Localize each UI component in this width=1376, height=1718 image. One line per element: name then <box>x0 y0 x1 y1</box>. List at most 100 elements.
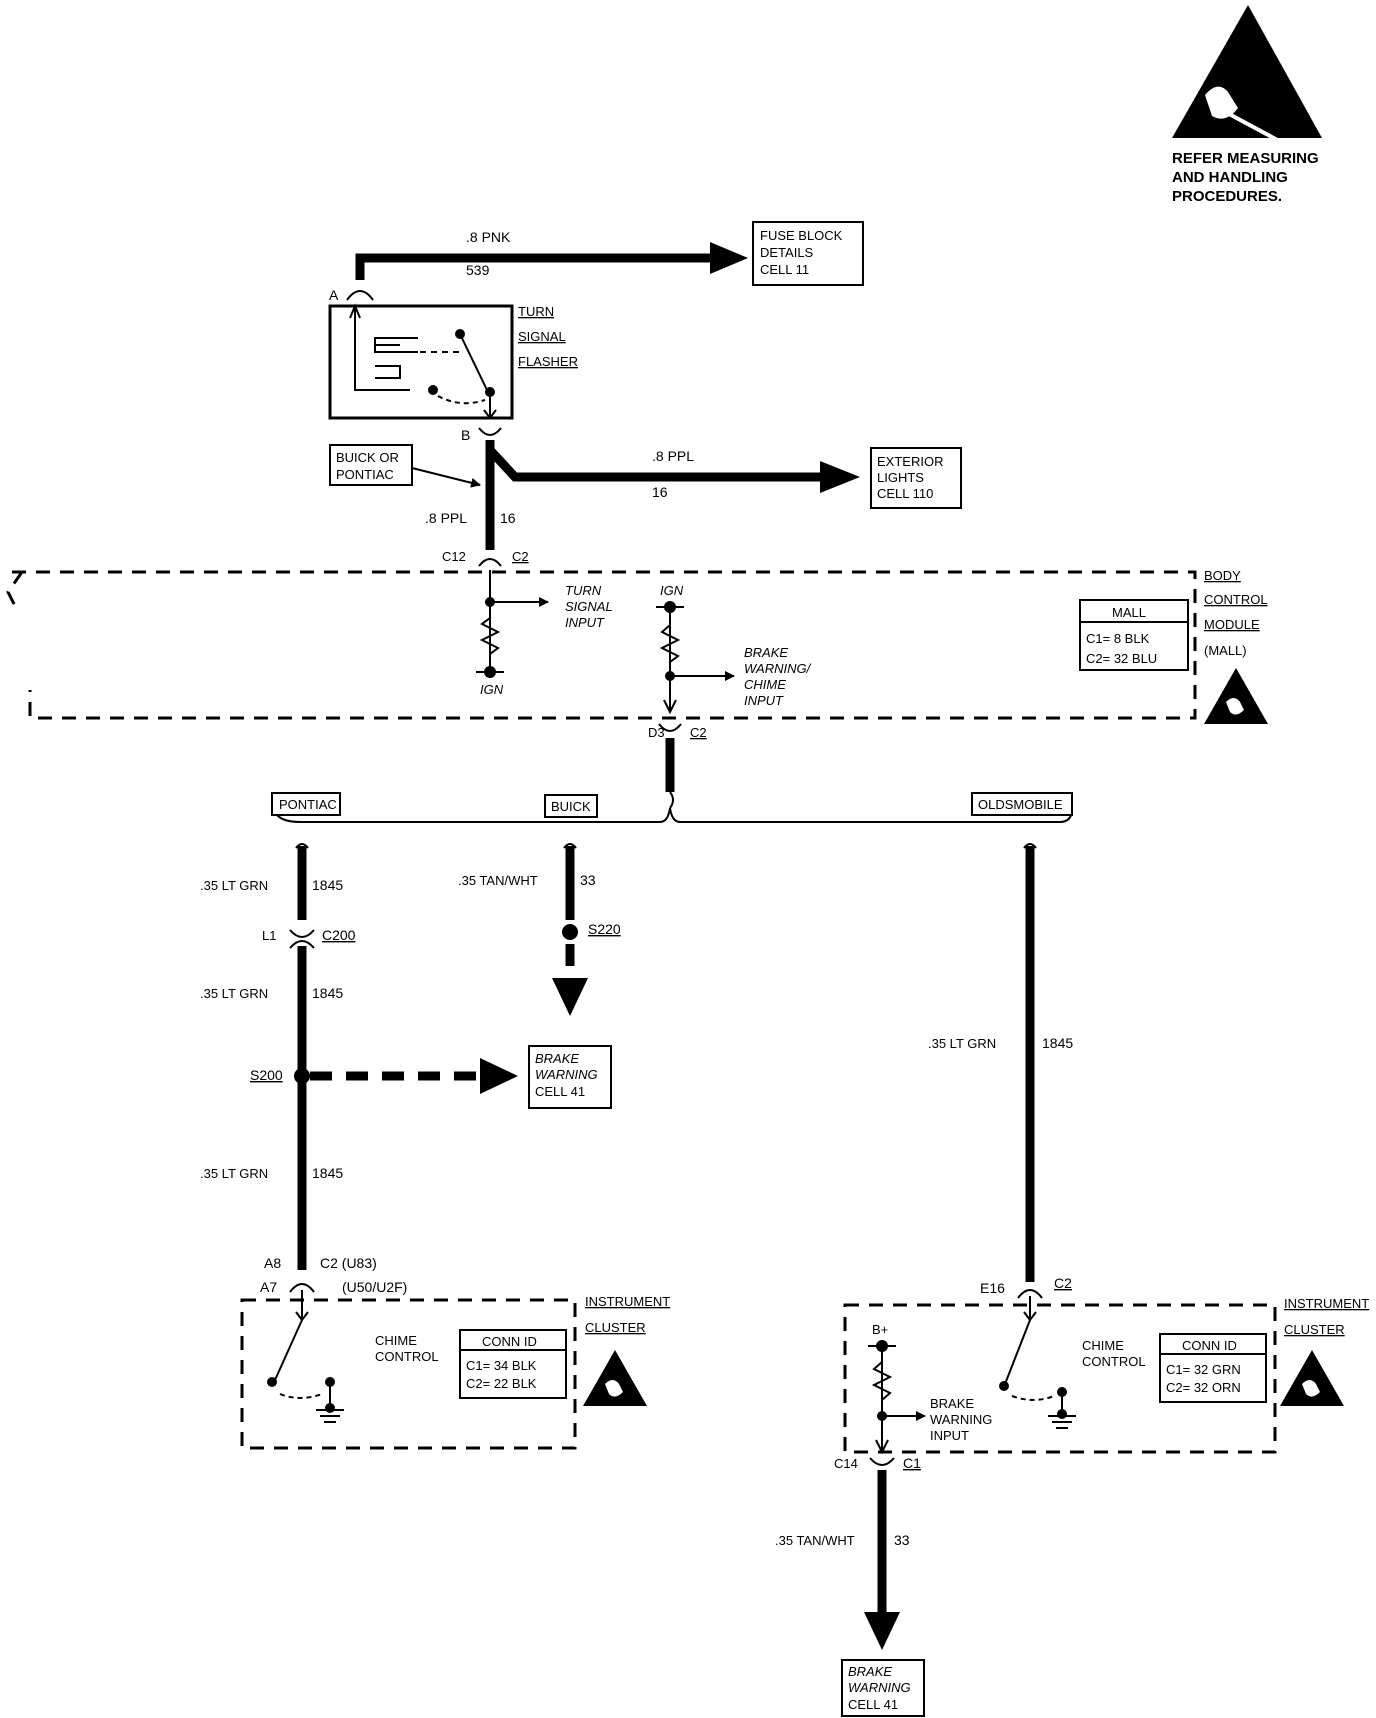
brake-input-1: BRAKE <box>744 645 788 660</box>
pontiac-w2-circuit: 1845 <box>312 985 343 1001</box>
ic-right-internals <box>868 1296 1076 1455</box>
flasher-label-1: TURN <box>518 304 554 319</box>
pontiac-w3-gauge: .35 LT GRN <box>200 1166 268 1181</box>
pontiac-w1-gauge: .35 LT GRN <box>200 878 268 893</box>
svg-text:CONN ID: CONN ID <box>1182 1338 1237 1353</box>
bcm-label-1: BODY <box>1204 568 1241 583</box>
svg-text:C1= 32 GRN: C1= 32 GRN <box>1166 1362 1241 1377</box>
flasher-pin-b: B <box>461 427 470 443</box>
buick-w1-circuit: 33 <box>580 872 596 888</box>
connector-c200-top <box>289 929 315 938</box>
ic-right-out-pin: C14 <box>834 1456 858 1471</box>
splice-break <box>669 791 674 809</box>
arrow-to-brake-cell-bottom <box>864 1612 900 1650</box>
esd-notice-line-2: AND HANDLING <box>1172 169 1288 186</box>
bcm-outline <box>6 570 1197 720</box>
connector-c14 <box>869 1457 895 1466</box>
svg-text:CELL 41: CELL 41 <box>535 1084 585 1099</box>
bcm-label-2: CONTROL <box>1204 592 1268 607</box>
ic-left-conn-id-box: CONN ID C1= 34 BLK C2= 22 BLK <box>459 1329 567 1399</box>
svg-text:WARNING: WARNING <box>535 1067 598 1082</box>
ic-right-label-1: INSTRUMENT <box>1284 1296 1369 1311</box>
ic-left-label-2: CLUSTER <box>585 1320 646 1335</box>
branch-buick: BUICK <box>544 794 598 818</box>
ign-top-label: IGN <box>660 583 684 598</box>
svg-text:BRAKE: BRAKE <box>848 1664 892 1679</box>
brake-input-4: INPUT <box>744 693 784 708</box>
ic-right-bplus: B+ <box>872 1322 888 1337</box>
connector-a <box>346 290 374 301</box>
bcm-wire-circuit: 16 <box>500 510 516 526</box>
flasher-pin-a: A <box>329 287 339 303</box>
pontiac-s200: S200 <box>250 1067 283 1083</box>
ic-left-chime-1: CHIME <box>375 1333 417 1348</box>
svg-text:C2= 32 ORN: C2= 32 ORN <box>1166 1380 1241 1395</box>
ic-right-chime-1: CHIME <box>1082 1338 1124 1353</box>
svg-text:MALL: MALL <box>1112 605 1146 620</box>
connector-a7 <box>289 1283 315 1293</box>
bcm-out-conn: C2 <box>690 725 707 740</box>
ic-right-brake-3: INPUT <box>930 1428 969 1443</box>
bcm-internals <box>476 570 735 715</box>
ic-right-conn-id-box: CONN ID C1= 32 GRN C2= 32 ORN <box>1159 1333 1267 1403</box>
buick-or-pontiac-tag: BUICK OR PONTIAC <box>329 444 413 486</box>
svg-text:CELL 11: CELL 11 <box>760 262 809 277</box>
ic-left-internals <box>267 1290 344 1423</box>
pontiac-c200: C200 <box>322 927 356 943</box>
olds-c2: C2 <box>1054 1275 1072 1291</box>
pontiac-w3-circuit: 1845 <box>312 1165 343 1181</box>
branch-oldsmobile: OLDSMOBILE <box>971 792 1073 816</box>
buick-wire-start <box>563 843 577 849</box>
svg-text:PONTIAC: PONTIAC <box>336 467 394 482</box>
bcm-label-4: (MALL) <box>1204 643 1247 658</box>
connector-d3 <box>658 723 682 732</box>
bcm-conn-id-box: MALL C1= 8 BLK C2= 32 BLU <box>1079 599 1189 671</box>
ic-right-esd-icon <box>1280 1350 1344 1406</box>
ext-wire-circuit: 16 <box>652 484 668 500</box>
exterior-lights-box: EXTERIOR LIGHTS CELL 110 <box>870 447 962 509</box>
svg-text:BRAKE: BRAKE <box>535 1051 579 1066</box>
bottom-wire-gauge: .35 TAN/WHT <box>775 1533 855 1548</box>
svg-text:C2= 32 BLU: C2= 32 BLU <box>1086 651 1157 666</box>
bcm-pin-c12: C12 <box>442 549 466 564</box>
svg-text:CELL 110: CELL 110 <box>877 486 933 501</box>
arrow-to-fuse-block <box>710 242 748 274</box>
buick-w1-gauge: .35 TAN/WHT <box>458 873 538 888</box>
svg-text:CELL 41: CELL 41 <box>848 1697 898 1712</box>
pontiac-wire-start <box>295 843 309 849</box>
connector-e16 <box>1017 1289 1043 1299</box>
bcm-out-pin: D3 <box>648 725 665 740</box>
olds-e16: E16 <box>980 1280 1005 1296</box>
svg-text:OLDSMOBILE: OLDSMOBILE <box>978 797 1063 812</box>
pontiac-c2-u83: C2 (U83) <box>320 1255 377 1271</box>
svg-text:FUSE BLOCK: FUSE BLOCK <box>760 228 843 243</box>
svg-text:BUICK OR: BUICK OR <box>336 450 399 465</box>
svg-text:C2= 22 BLK: C2= 22 BLK <box>466 1376 537 1391</box>
brake-warning-cell-bottom: BRAKE WARNING CELL 41 <box>841 1659 925 1717</box>
svg-text:LIGHTS: LIGHTS <box>877 470 924 485</box>
ic-right-outline <box>843 1303 1277 1454</box>
pontiac-w1-circuit: 1845 <box>312 877 343 893</box>
connector-c12 <box>478 558 502 567</box>
splice-s200 <box>294 1068 310 1084</box>
bcm-esd-icon <box>1204 668 1268 724</box>
ic-right-out-conn: C1 <box>903 1455 921 1471</box>
connector-b <box>478 427 502 436</box>
turn-signal-input-3: INPUT <box>565 615 605 630</box>
fuse-block-box: FUSE BLOCK DETAILS CELL 11 <box>752 221 864 286</box>
arrow-s200-brake <box>480 1058 518 1094</box>
arrow-to-exterior-lights <box>820 461 860 493</box>
bcm-wire-gauge: .8 PPL <box>425 510 467 526</box>
buick-s220: S220 <box>588 921 621 937</box>
ext-wire-gauge: .8 PPL <box>652 448 694 464</box>
wire-16-ppl-exterior <box>486 446 822 482</box>
pontiac-a7: A7 <box>260 1279 277 1295</box>
svg-text:C1= 8 BLK: C1= 8 BLK <box>1086 631 1150 646</box>
fuse-wire-circuit: 539 <box>466 262 490 278</box>
svg-text:EXTERIOR: EXTERIOR <box>877 454 943 469</box>
ic-right-brake-1: BRAKE <box>930 1396 974 1411</box>
svg-text:BUICK: BUICK <box>551 799 591 814</box>
turn-signal-input-2: SIGNAL <box>565 599 613 614</box>
esd-warning-icon <box>1172 5 1322 152</box>
